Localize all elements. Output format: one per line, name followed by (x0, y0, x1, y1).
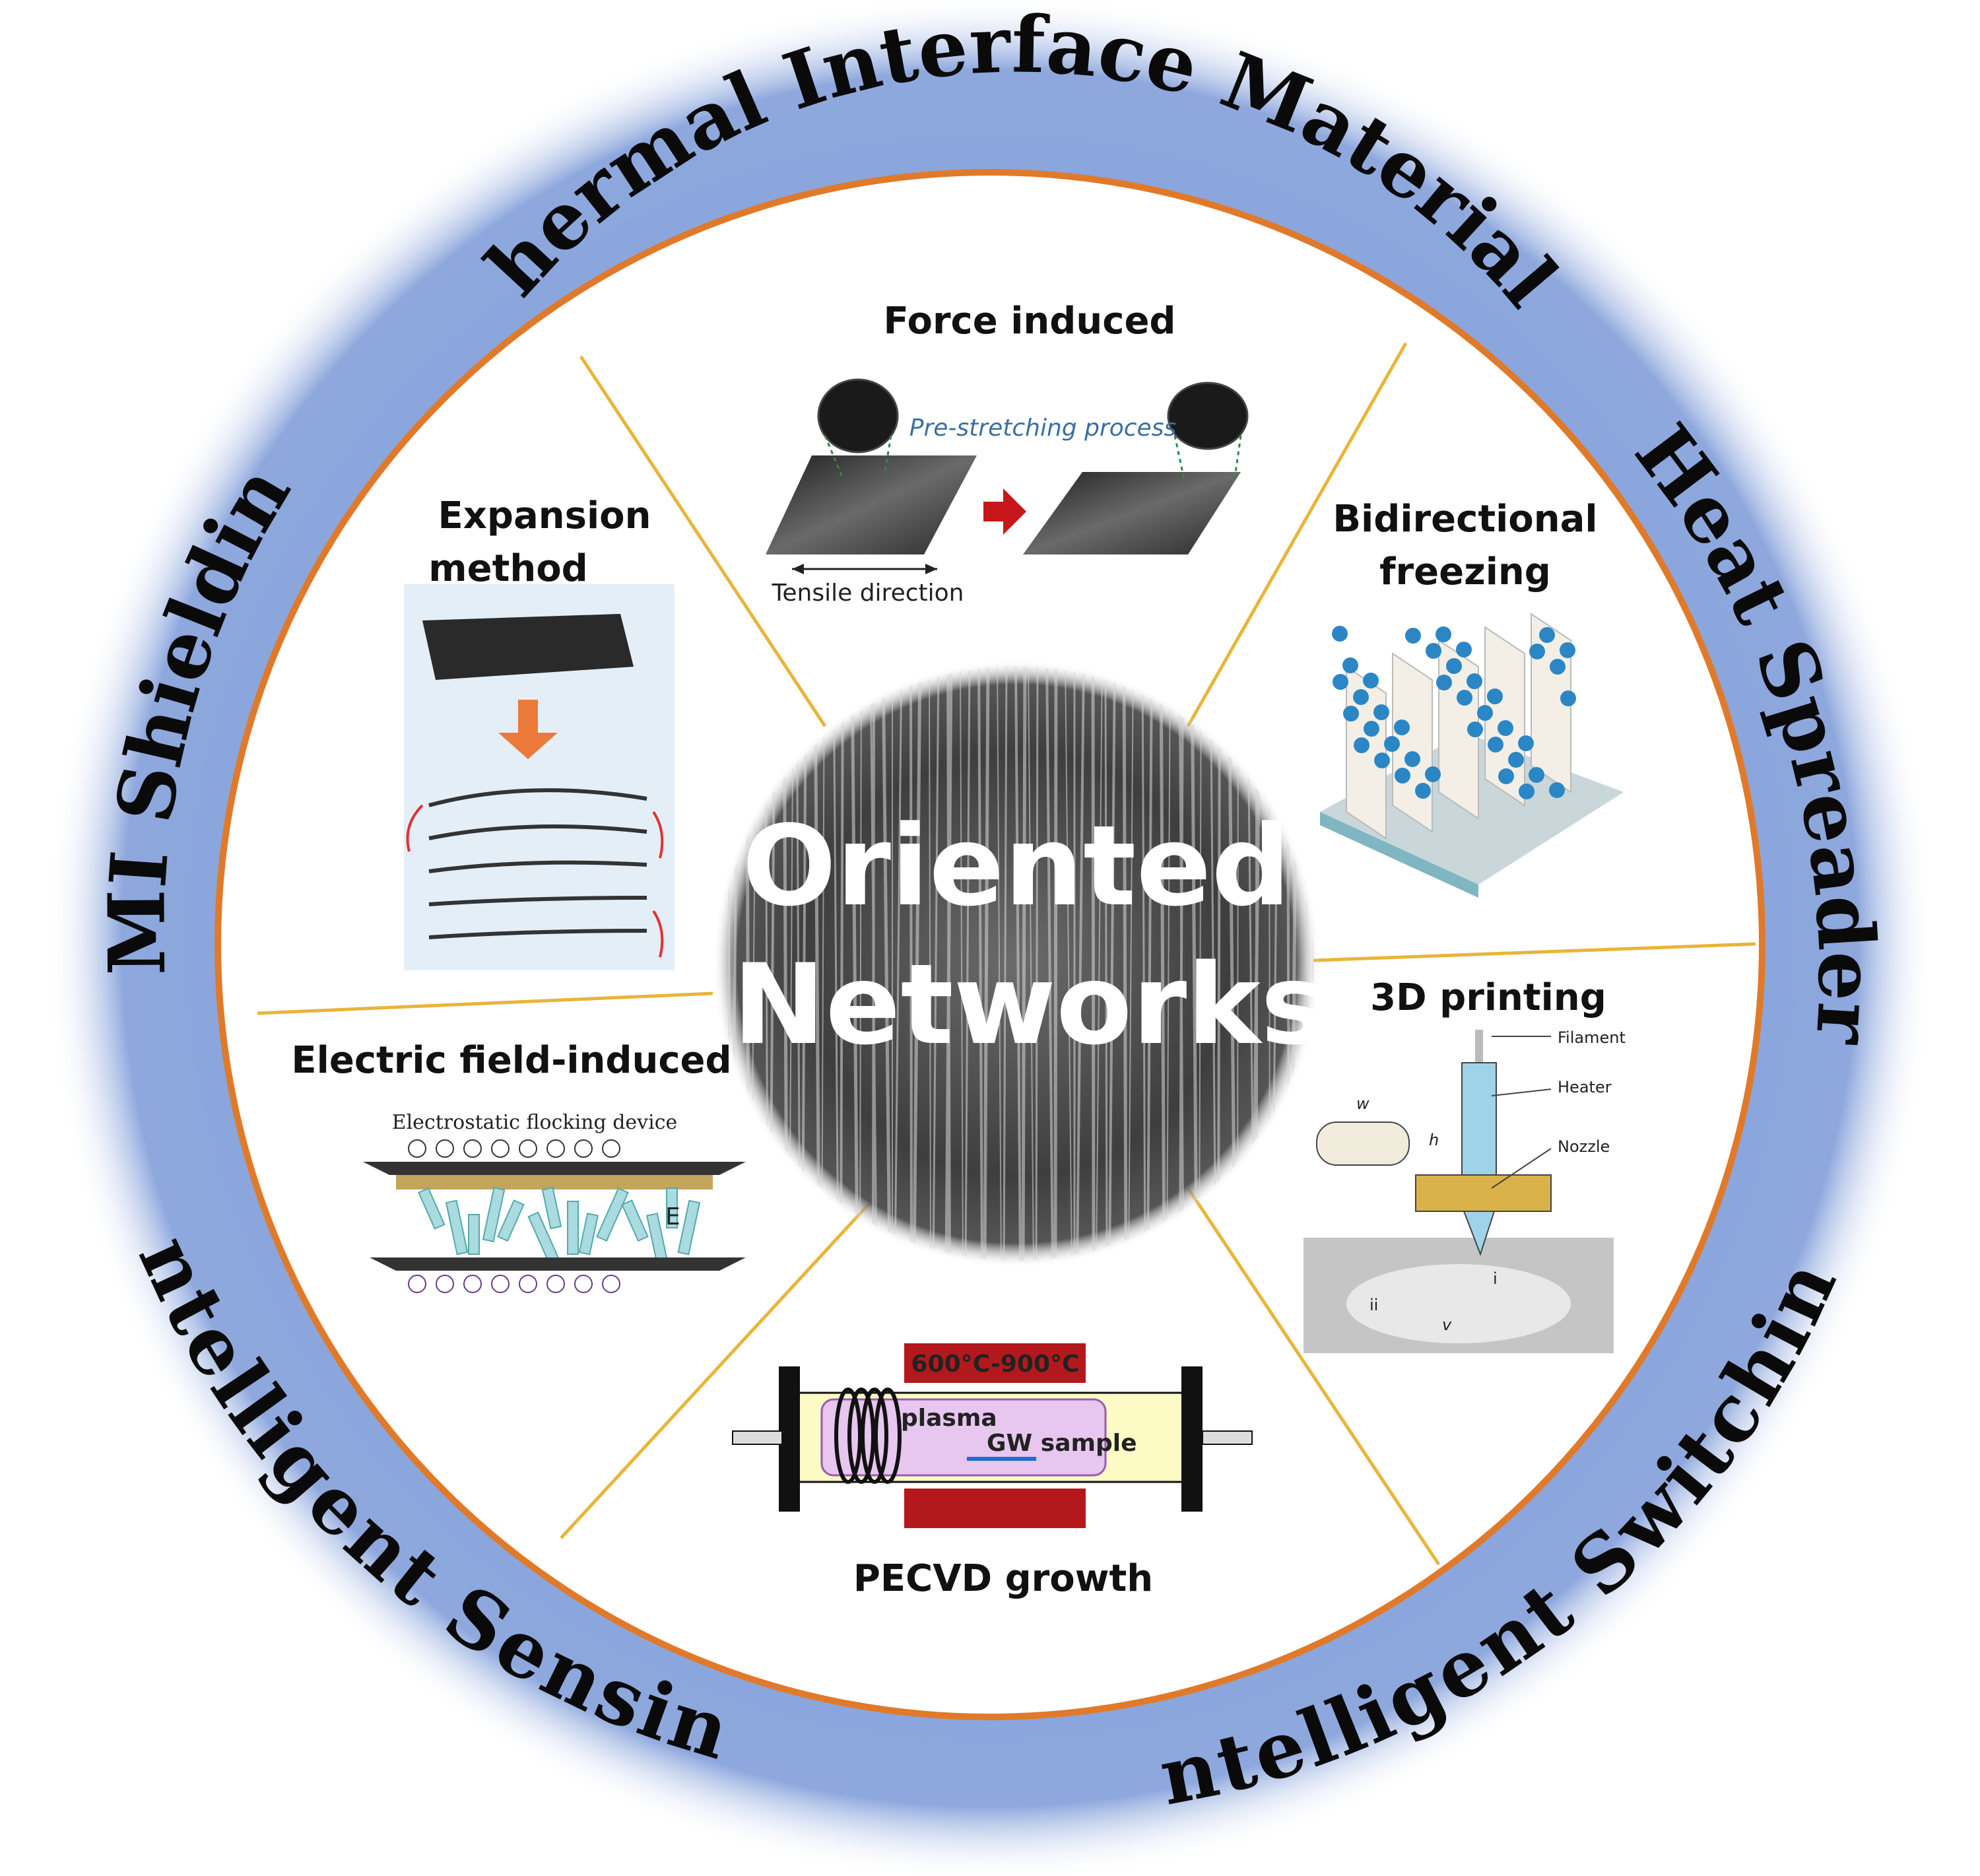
heater-label: Heater (1558, 1078, 1612, 1096)
temp-label: 600°C-900°C (911, 1351, 1080, 1378)
red-arrow-icon (983, 488, 1026, 535)
filament-label: Filament (1558, 1028, 1626, 1047)
divider-bottom-right (1186, 1187, 1441, 1566)
section-force-induced: Force induced Pre-stretching process Ten… (766, 300, 1249, 607)
section-expansion-method: Expansion method (404, 494, 675, 970)
down-arrow-icon (498, 700, 558, 759)
plasma-zone (820, 1398, 1107, 1477)
divider-right (1313, 942, 1756, 962)
i-label: i (1493, 1269, 1498, 1288)
heater-top (904, 1343, 1086, 1383)
nozzle-label: Nozzle (1558, 1137, 1610, 1156)
center-title-line1: Oriented (742, 801, 1290, 931)
h-label: h (1429, 1131, 1439, 1149)
pre-stretching-label: Pre-stretching process (909, 415, 1176, 442)
section-dividers (257, 342, 1756, 1566)
tensile-direction-label: Tensile direction (772, 580, 964, 607)
section-bidirectional-freezing: Bidirectional freezing (1320, 498, 1624, 898)
section-pecvd-growth: 600°C-900°C plasma GW sample PECVD growt… (732, 1343, 1253, 1600)
electric-title: Electric field-induced (291, 1039, 731, 1082)
sheet-before (766, 455, 977, 554)
divider-top-left (579, 355, 827, 727)
plasma-label: plasma (901, 1405, 997, 1432)
graphite-block (422, 614, 634, 680)
pecvd-title: PECVD growth (853, 1557, 1153, 1600)
section-3d-printing: 3D printing Filament Heater Nozzle w h v… (1304, 976, 1626, 1353)
bidirectional-title-line2: freezing (1379, 551, 1551, 593)
center-fiber-image (713, 660, 1320, 1267)
v-label: v (1442, 1316, 1452, 1334)
force-induced-title: Force induced (883, 300, 1175, 343)
center-title-line2: Networks (733, 940, 1327, 1069)
expansion-title-line1: Expansion (438, 494, 651, 537)
divider-bottom-left (560, 1200, 873, 1539)
section-electric-field: Electric field-induced Electrostatic flo… (291, 1039, 746, 1293)
heater-bottom (904, 1489, 1086, 1528)
e-field-label: E (665, 1203, 680, 1230)
mesh-circle-left (817, 378, 899, 453)
divider-top-right (1186, 342, 1408, 727)
filament (1475, 1030, 1483, 1063)
ii-label: ii (1370, 1296, 1378, 1314)
expansion-title-line2: method (428, 547, 588, 590)
nozzle-body (1461, 1062, 1497, 1182)
expanded-graphite (428, 788, 647, 939)
flocking-device-label: Electrostatic flocking device (392, 1111, 678, 1134)
mesh-circle-right (1167, 382, 1249, 450)
w-label: w (1356, 1094, 1370, 1113)
divider-left (257, 991, 713, 1015)
bidirectional-title-line1: Bidirectional (1333, 498, 1597, 541)
3d-printing-title: 3D printing (1370, 976, 1606, 1019)
sheet-after (1023, 472, 1241, 554)
gw-sample-label: GW sample (987, 1430, 1137, 1457)
